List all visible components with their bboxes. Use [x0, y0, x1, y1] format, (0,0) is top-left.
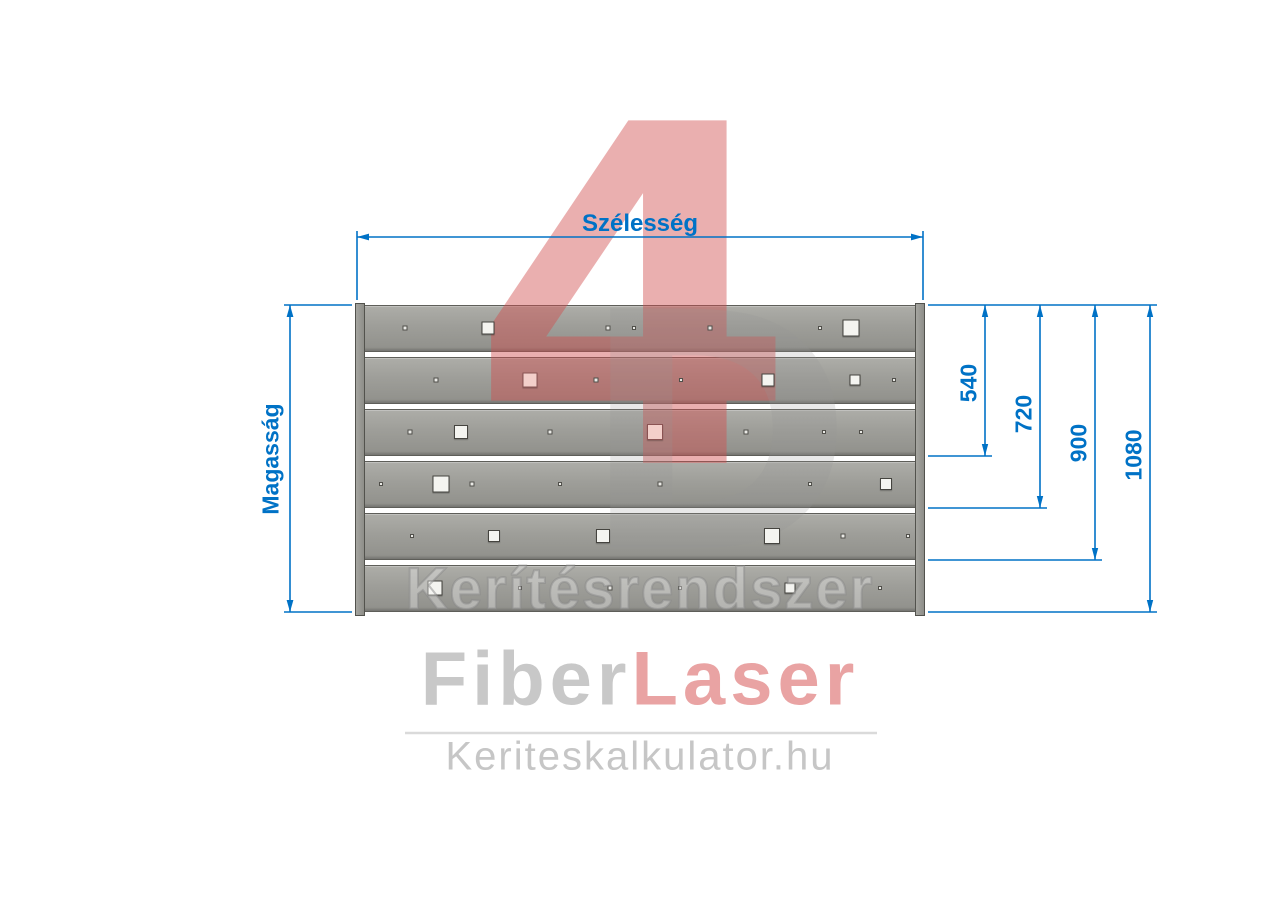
fence-post-right	[915, 303, 925, 616]
dimension-label-1080: 1080	[1120, 429, 1147, 481]
dimension-label-720: 720	[1010, 394, 1037, 434]
height-dimension-label: Magasság	[257, 403, 284, 515]
dimension-label-540: 540	[955, 363, 982, 403]
dimension-label-900: 900	[1065, 423, 1092, 463]
fence-panel	[355, 303, 925, 616]
fence-board	[357, 461, 923, 508]
website-domain-text: Keriteskalkulator.hu	[445, 734, 835, 779]
fence-board	[357, 357, 923, 404]
fence-board	[357, 565, 923, 612]
fence-post-left	[355, 303, 365, 616]
fence-board	[357, 305, 923, 352]
fiberlaser-logo: FiberLaser	[421, 636, 860, 723]
fence-board	[357, 409, 923, 456]
fence-board	[357, 513, 923, 560]
width-dimension-label: Szélesség	[581, 210, 699, 237]
logo-text-laser: Laser	[631, 636, 860, 722]
logo-text-fiber: Fiber	[420, 636, 632, 722]
